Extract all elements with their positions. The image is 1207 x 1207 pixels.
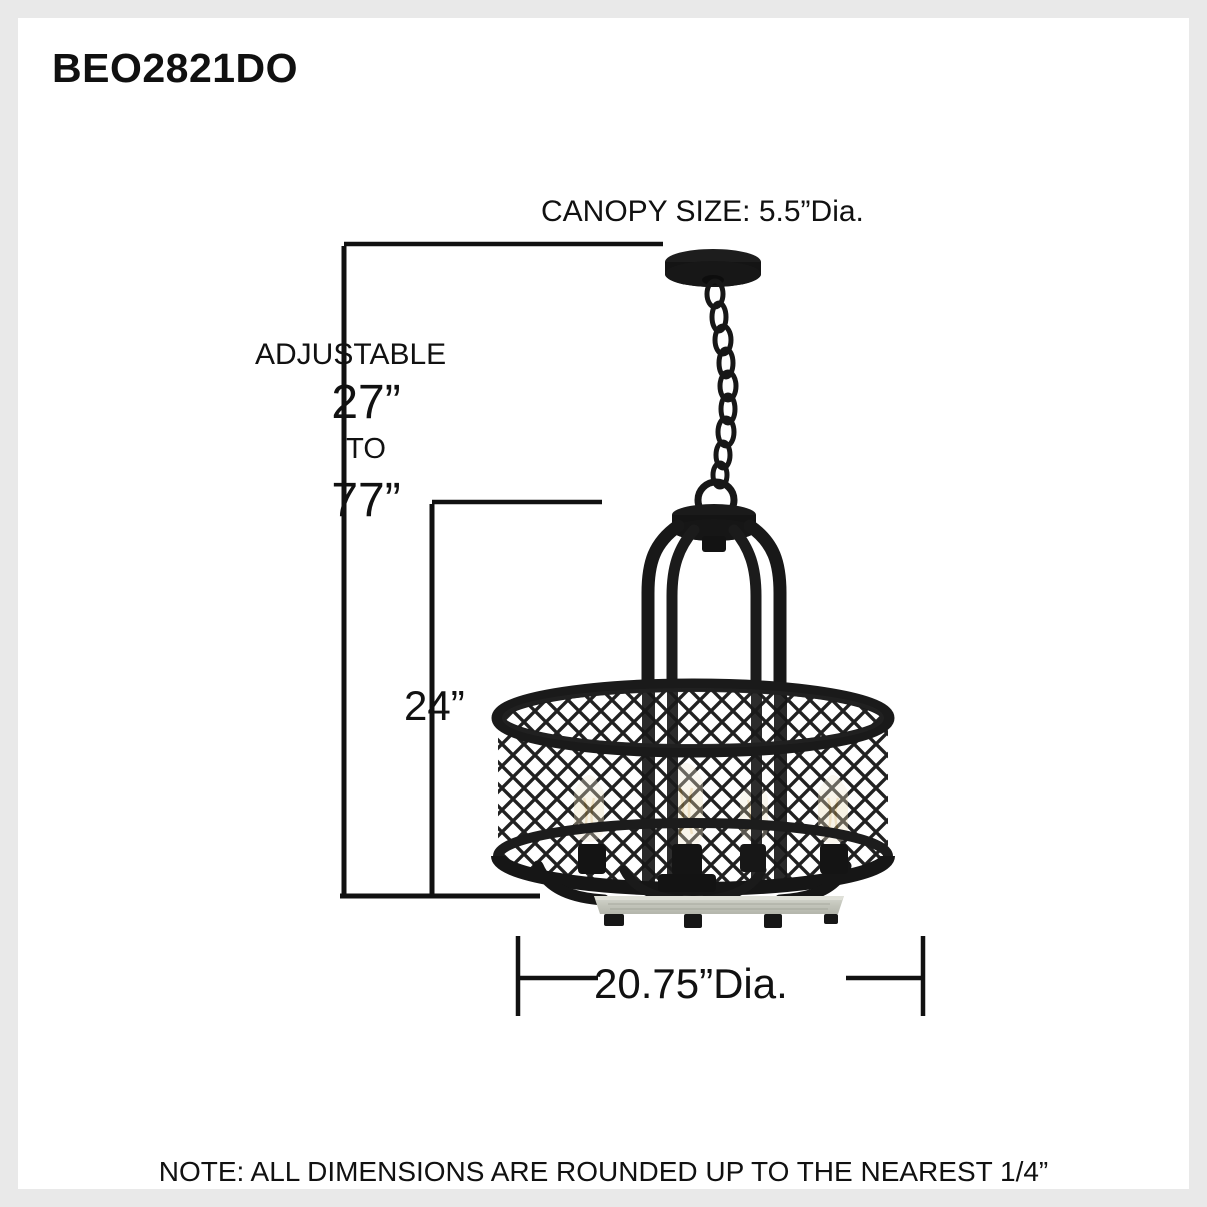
chain: [694, 278, 739, 522]
adjustable-max-value: 77”: [331, 474, 401, 527]
frame-arm-left-front: [641, 519, 685, 737]
hub-bottom: [672, 519, 756, 541]
diagram-canvas: BEO2821DO: [18, 18, 1189, 1189]
canopy-bottom-face: [665, 261, 761, 287]
center-boss: [658, 874, 716, 892]
socket-arm-left: [532, 860, 610, 906]
drum-top-inner-band: [502, 688, 884, 748]
socket-arm-right: [774, 860, 852, 906]
footer-note: NOTE: ALL DIMENSIONS ARE ROUNDED UP TO T…: [158, 1156, 1049, 1187]
page-title: BEO2821DO: [52, 45, 299, 91]
chain-end-ring: [694, 478, 738, 522]
drum-bottom-rim-back: [493, 818, 893, 857]
plate-foot-right: [764, 914, 782, 928]
fixture-height-value: 24”: [404, 682, 465, 729]
socket-assembly: [532, 844, 852, 906]
bulbs-group: [498, 685, 888, 889]
plate-foot-far-right: [824, 914, 838, 924]
drum-mesh-fill: [498, 685, 888, 889]
socket-3: [740, 844, 766, 872]
wood-base-plate: [594, 896, 844, 928]
bulb-4: [818, 775, 848, 844]
bulb-3: [740, 786, 768, 842]
canopy-loop-base: [702, 275, 724, 285]
socket-4: [820, 844, 848, 874]
plate-foot-left: [604, 914, 624, 926]
adjustable-to-label: TO: [346, 433, 386, 465]
frame-arm-right-front: [743, 519, 787, 737]
wood-plate-top-edge: [594, 896, 844, 900]
hub-body: [672, 515, 756, 541]
canopy-top-face: [665, 249, 761, 275]
socket-arm-mid-left: [619, 865, 687, 905]
wood-plate-face: [594, 896, 844, 914]
socket-1: [578, 844, 606, 874]
mesh-drum-shade: [491, 678, 895, 896]
drum-bottom-rim-front: [491, 854, 895, 896]
fixture-diameter-value: 20.75”Dia.: [594, 960, 788, 1007]
canopy-assembly: [665, 249, 761, 287]
socket-2: [672, 844, 702, 876]
frame-arm-left-back: [666, 524, 700, 730]
bulb-2: [669, 763, 703, 848]
canopy-side: [665, 262, 761, 287]
product-illustration: [340, 241, 926, 1016]
hub-stem: [702, 536, 726, 552]
adjustable-min-value: 27”: [331, 376, 401, 429]
bulb-1: [574, 775, 604, 842]
canopy-size-label: CANOPY SIZE: 5.5”Dia.: [541, 195, 864, 228]
frame-arm-right-back: [728, 524, 762, 730]
hub-top-plate: [672, 504, 756, 526]
plate-foot-mid: [684, 914, 702, 928]
socket-arm-mid-right: [699, 865, 767, 905]
drum-top-rim: [491, 678, 895, 758]
fixture-frame: [641, 504, 787, 737]
adjustable-label: ADJUSTABLE: [255, 338, 447, 371]
